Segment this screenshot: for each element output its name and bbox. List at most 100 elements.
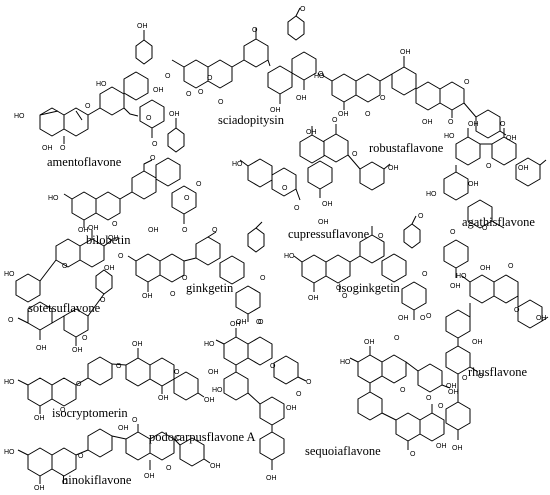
atom-label: HO	[4, 379, 15, 386]
atom-label: O	[336, 285, 342, 292]
atom-label: O	[380, 95, 386, 102]
atom-label: O	[394, 335, 400, 342]
atom-label: OH	[518, 165, 529, 172]
structure-cupressuflavone: HO OH O O OH O OH O OH cupressuflavone	[232, 117, 399, 241]
atom-label: O	[252, 27, 258, 34]
atom-label: OH	[322, 201, 333, 208]
atom-label: O	[85, 103, 91, 110]
atom-label: OH	[36, 345, 47, 352]
structure-sotetsuflavone: OH OH HO O OH O OH OH O O sotetsuflavone	[4, 225, 119, 354]
atom-label: O	[198, 89, 204, 96]
compound-name: hinokiflavone	[62, 473, 132, 487]
atom-label: OH	[208, 369, 219, 376]
atom-label: OH	[104, 265, 115, 272]
atom-label: O	[100, 297, 106, 304]
atom-label: O	[400, 387, 406, 394]
atom-label: O	[8, 317, 14, 324]
atom-label: OH	[364, 339, 375, 346]
atom-label: O	[448, 119, 454, 126]
atom-label: OH	[472, 339, 483, 346]
atom-label: O	[78, 453, 84, 460]
atom-label: O	[426, 313, 432, 320]
atom-label: HO	[314, 73, 325, 80]
atom-label: HO	[232, 161, 243, 168]
atom-label: O	[294, 205, 300, 212]
atom-label: OH	[270, 107, 281, 114]
bonds-cupressuflavone	[239, 124, 391, 201]
atom-label: O	[260, 275, 266, 282]
atom-label: OH	[158, 395, 169, 402]
atom-label: O	[218, 99, 224, 106]
atom-label: OH	[296, 95, 307, 102]
atom-label: OH	[468, 181, 479, 188]
atom-label: HO	[96, 81, 107, 88]
atom-label: HO	[426, 191, 437, 198]
bonds-sequoiaflavone	[349, 346, 451, 450]
bonds-amentoflavone	[39, 30, 165, 144]
atom-label: O	[174, 369, 180, 376]
atom-label: O	[352, 151, 358, 158]
atom-label: O	[60, 407, 66, 414]
compound-name: sotetsuflavone	[28, 301, 101, 315]
atom-label: OH	[436, 443, 447, 450]
compound-name: bilobetin	[86, 233, 131, 247]
bonds-podocarpusflavone-a	[215, 328, 307, 470]
atom-label: O	[306, 379, 312, 386]
atom-label: OH	[137, 23, 148, 30]
atom-label: OH	[88, 225, 99, 232]
structure-sequoiaflavone: HO OH O O OH O OH O O sequoiaflavone	[305, 335, 459, 458]
compound-name: cupressuflavone	[288, 227, 370, 241]
atom-label: O	[318, 71, 324, 78]
atom-label: O	[184, 195, 190, 202]
atom-label: OH	[108, 235, 119, 242]
atom-label: O	[378, 233, 384, 240]
atom-label: O	[170, 291, 176, 298]
atom-label: HO	[48, 195, 59, 202]
bonds-agathisflavone	[443, 128, 547, 278]
compound-name: sciadopitysin	[218, 113, 285, 127]
atom-label: O	[166, 465, 172, 472]
atom-label: O	[76, 381, 82, 388]
atom-label: O	[60, 145, 66, 152]
atom-label: O	[62, 479, 68, 486]
atom-label: O	[464, 79, 470, 86]
bonds-ginkgetin	[127, 221, 265, 322]
atom-label: HO	[4, 271, 15, 278]
atom-label: OH	[318, 219, 329, 226]
atom-label: OH	[34, 415, 45, 422]
atom-label: O	[150, 155, 156, 162]
atom-label: OH	[34, 485, 45, 492]
atom-label: O	[420, 315, 426, 322]
atom-label: O	[207, 75, 213, 82]
atom-label: HO	[284, 253, 295, 260]
atom-label: O	[450, 229, 456, 236]
atom-label: HO	[456, 273, 467, 280]
atom-label: O	[486, 163, 492, 170]
bonds-sciadopitysin	[171, 7, 317, 104]
compound-name: amentoflavone	[47, 155, 122, 169]
atom-label: HO	[444, 133, 455, 140]
atom-label: O	[342, 293, 348, 300]
atom-label: O	[152, 141, 158, 148]
structure-isocryptomerin: HO OH O O O OH O OH OH isocryptomerin	[4, 341, 215, 422]
atom-label: HO	[204, 341, 215, 348]
compound-name: agathisflavone	[462, 215, 535, 229]
atom-label: OH	[42, 145, 53, 152]
atom-label: O	[182, 227, 188, 234]
atom-label: O	[482, 225, 488, 232]
atom-label: OH	[169, 111, 180, 118]
atom-label: O	[500, 121, 506, 128]
atom-label: O	[508, 263, 514, 270]
atom-label: O	[82, 335, 88, 342]
atom-label: O	[112, 221, 118, 228]
atom-label: OH	[142, 293, 153, 300]
atom-label: OH	[338, 111, 349, 118]
atom-label: O	[132, 417, 138, 424]
atom-label: O	[422, 271, 428, 278]
atom-label: OH	[153, 87, 164, 94]
atom-label: OH	[400, 49, 411, 56]
atom-label: O	[462, 375, 468, 382]
atom-label: O	[258, 319, 264, 326]
